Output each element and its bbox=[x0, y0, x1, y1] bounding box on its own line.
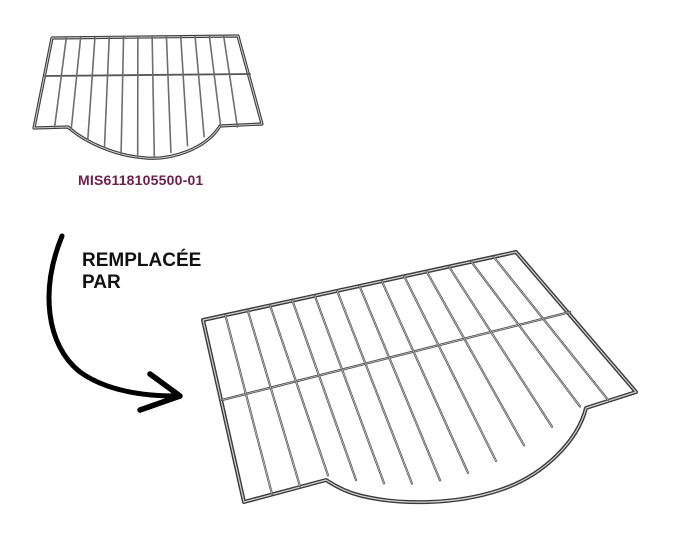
old-rack-wire bbox=[165, 35, 172, 154]
old-rack-wire bbox=[151, 36, 156, 158]
old-rack-wire bbox=[53, 37, 68, 128]
new-rack-wire-highlight bbox=[336, 290, 413, 484]
old-rack-wire bbox=[222, 35, 239, 128]
new-rack-wire-highlight bbox=[292, 300, 357, 481]
old-rack-wire bbox=[208, 35, 222, 128]
old-rack-wire bbox=[70, 36, 82, 130]
part-code-label: MIS6118105500-01 bbox=[78, 172, 204, 188]
new-rack-wire-highlight bbox=[247, 309, 301, 487]
new-rack-wire-highlight bbox=[225, 314, 273, 495]
replaced-by-caption: REMPLACÉE PAR bbox=[82, 250, 201, 294]
old-rack-wire bbox=[120, 36, 125, 155]
old-rack-wire bbox=[179, 35, 189, 147]
new-rack-wire-highlight bbox=[381, 280, 469, 474]
new-rack-wire-highlight bbox=[269, 305, 329, 476]
new-rack-wire-highlight bbox=[359, 285, 441, 481]
new-rack-wire-highlight bbox=[403, 275, 497, 462]
new-rack-wire-highlight bbox=[448, 266, 553, 428]
new-rack-frame-highlight bbox=[202, 251, 637, 503]
caption-line-1: REMPLACÉE bbox=[82, 250, 202, 271]
old-rack-frame-highlight bbox=[33, 35, 263, 159]
old-rack-wire bbox=[103, 36, 111, 149]
caption-line-2: PAR bbox=[82, 272, 121, 293]
new-rack-wire-highlight bbox=[470, 261, 581, 407]
old-rack-wire bbox=[87, 36, 96, 140]
old-rack-wire bbox=[194, 35, 205, 138]
new-rack-wire-highlight bbox=[493, 256, 609, 401]
new-rack-wire-highlight bbox=[314, 295, 385, 484]
new-rack-wire-highlight bbox=[426, 271, 525, 446]
old-rack-crossbar bbox=[44, 73, 251, 77]
